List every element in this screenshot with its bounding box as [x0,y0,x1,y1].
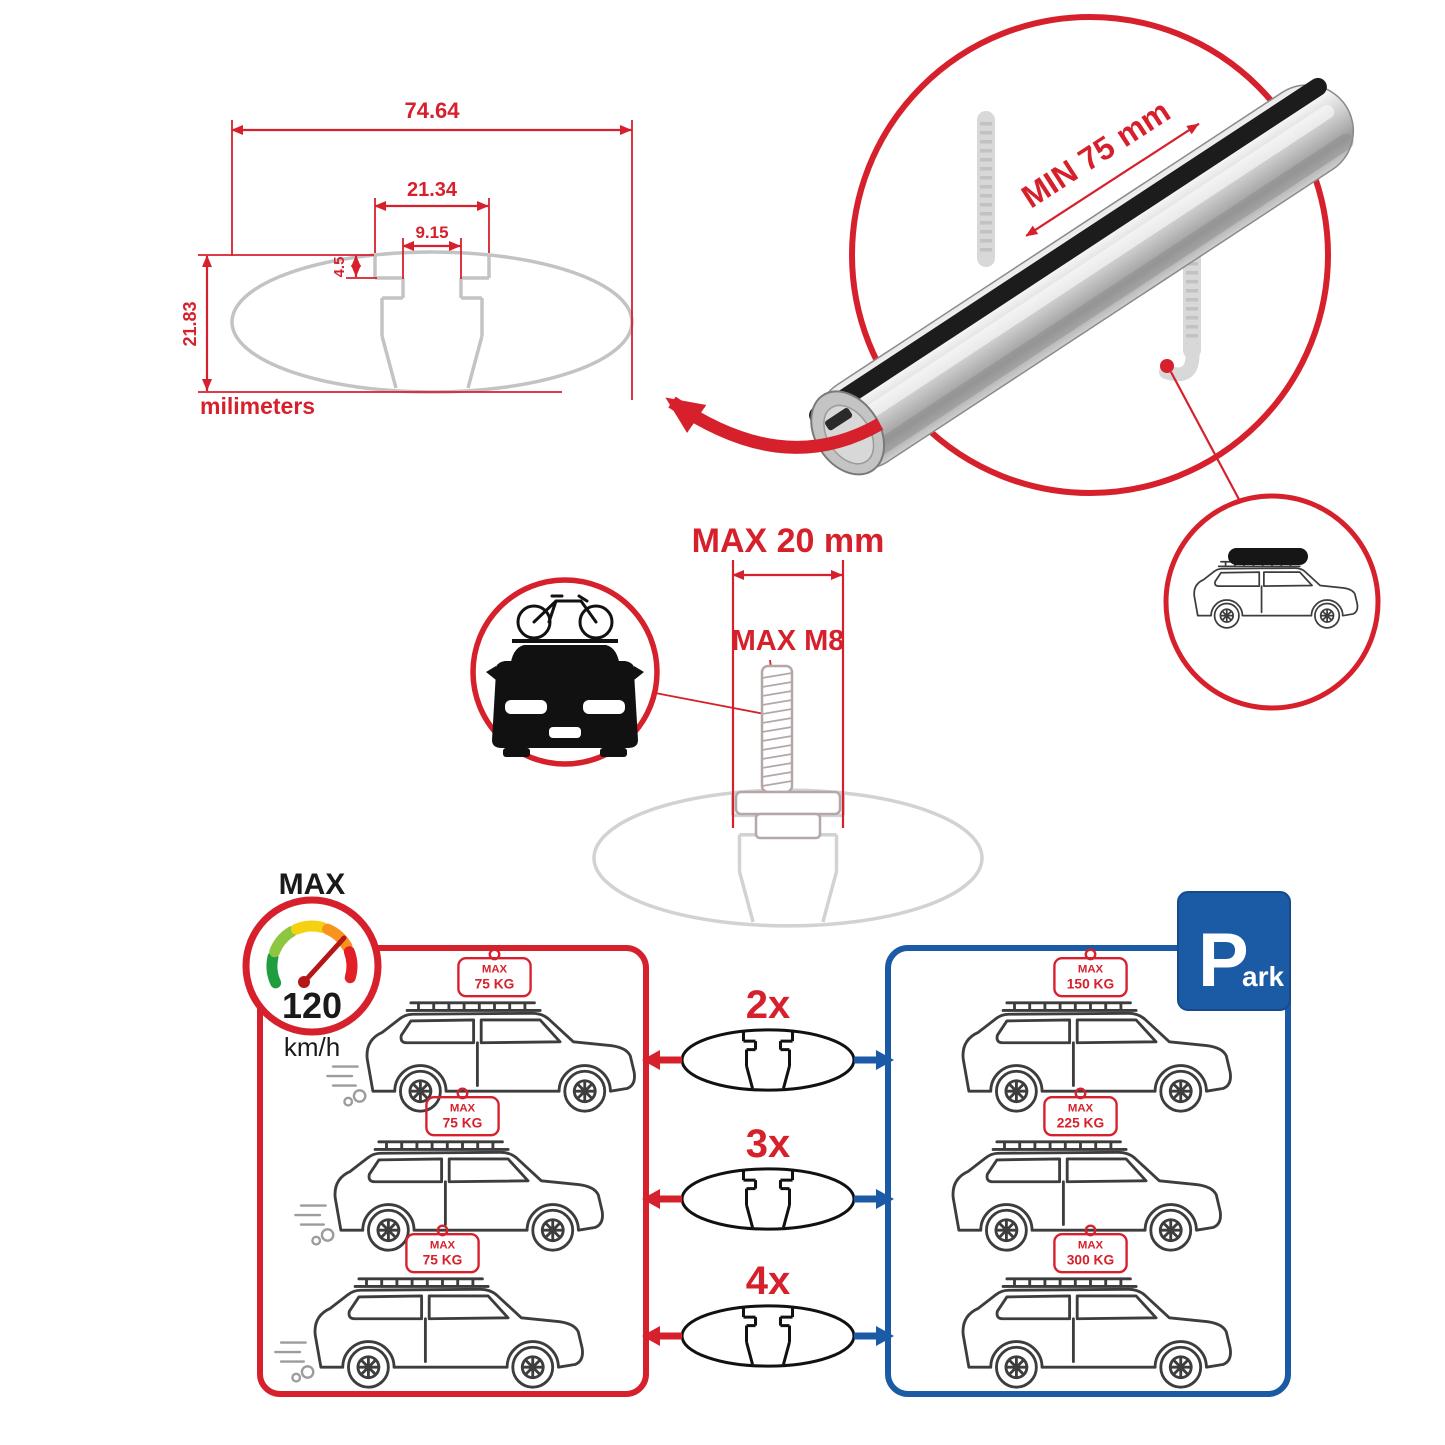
bolt-width-label: MAX 20 mm [692,522,885,560]
load-tag: MAX 75 KG [405,1224,480,1274]
parking-sign-icon: P ark [1177,891,1291,1011]
left-arrow-icon [642,1050,660,1070]
load-tag: MAX 225 KG [1043,1087,1118,1137]
dimension-extension-lines [198,120,633,400]
crossbar-profile-icon [681,1305,855,1367]
load-tag-value: 150 KG [1067,977,1114,992]
car-left-row1: MAX 75 KG [326,948,636,1113]
right-arrow-icon [876,1326,894,1346]
multiplier-label: 4x [746,1259,791,1303]
right-arrow-icon [876,1189,894,1209]
speed-limit-badge: MAX 120 km/h [242,868,382,1062]
dim-total-width: 74.64 [404,98,460,123]
bolt-diagram: MAX 20 mm MAX M8 [470,522,983,927]
left-arrow-icon [642,1189,660,1209]
load-tag-label: MAX [1068,1102,1094,1114]
cross-section-drawing: 74.64 21.34 9.15 4.5 21.83 milimeters [180,98,633,419]
crossbar-profile-icon [681,1029,855,1091]
speed-max-label: MAX [279,868,346,901]
leader-to-roofbox-circle [1170,371,1243,506]
gauge-arc [266,920,358,989]
load-tag-value: 75 KG [443,1116,483,1131]
bar-detail-circle: MIN 75 mm [809,14,1355,496]
zoom-arrow [665,396,884,454]
car-right-row1: MAX 150 KG [961,948,1232,1113]
load-tag-label: MAX [450,1102,476,1114]
load-tag-label: MAX [430,1239,456,1251]
left-arrow-icon [642,1326,660,1346]
load-tag: MAX 75 KG [457,948,532,998]
park-suffix: ark [1242,961,1284,992]
right-arrow-icon [876,1050,894,1070]
car-left-row3: MAX 75 KG [274,1224,584,1389]
multiplier-row3: 4x [642,1259,894,1367]
speed-unit: km/h [284,1032,340,1062]
dim-slot-inner: 9.15 [415,223,448,242]
load-tag: MAX 150 KG [1053,948,1128,998]
speed-value: 120 [282,985,342,1026]
park-letter: P [1198,918,1249,1003]
dim-slot-outer: 21.34 [407,179,458,201]
crossbar-profile-icon [681,1168,855,1230]
load-tag-value: 300 KG [1067,1253,1114,1268]
gauge-needle [301,935,347,985]
bolt-thread-label: MAX M8 [732,625,845,657]
roof-cargo-box-icon [1228,548,1308,565]
clamp-point-dot [1160,359,1174,373]
bolt-icon [734,664,842,840]
gauge-pivot [298,976,310,988]
load-tag: MAX 300 KG [1053,1224,1128,1274]
bike-car-circle [470,577,660,767]
crossbar-profile-icon [231,251,633,393]
multiplier-label: 2x [746,983,791,1027]
bolt-guide-lines [731,560,845,828]
load-tag-value: 75 KG [423,1253,463,1268]
dim-total-height: 21.83 [180,301,200,346]
load-tag: MAX 75 KG [425,1087,500,1137]
load-tag-label: MAX [482,963,508,975]
car-right-row3: MAX 300 KG [961,1224,1232,1389]
load-tag-label: MAX [1078,963,1104,975]
car-left-row2: MAX 75 KG [294,1087,604,1252]
load-tag-value: 225 KG [1057,1116,1104,1131]
multiplier-label: 3x [746,1122,791,1166]
car-front-with-bike-icon [486,594,644,757]
multiplier-row2: 3x [642,1122,894,1230]
units-label: milimeters [200,393,315,419]
load-tag-value: 75 KG [475,977,515,992]
roofbox-car-circle [1163,493,1381,711]
dim-lip-depth: 4.5 [331,257,348,278]
multiplier-row1: 2x [642,983,894,1091]
car-right-row2: MAX 225 KG [951,1087,1222,1252]
leader-circle-to-bolt [649,691,776,717]
speedometer-gauge-icon [242,896,382,1036]
load-tag-label: MAX [1078,1239,1104,1251]
